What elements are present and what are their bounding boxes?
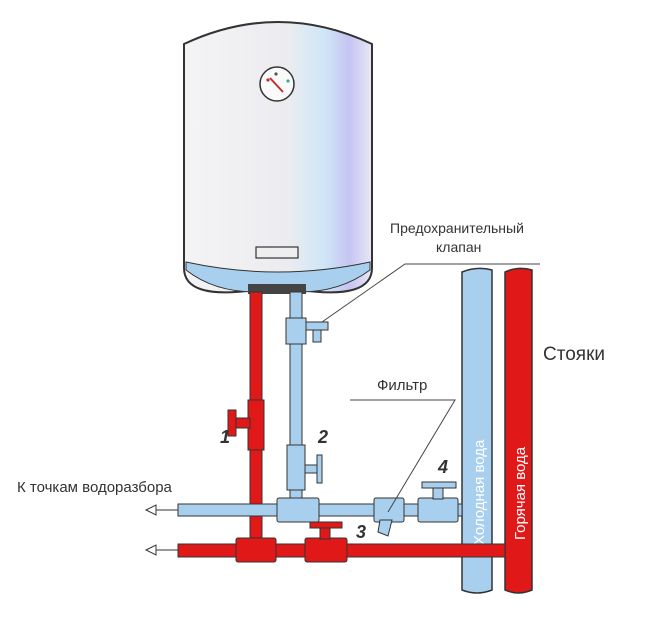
filter-icon	[377, 519, 393, 537]
temperature-gauge-icon	[259, 66, 295, 102]
safety-valve-label: Предохранительный	[390, 220, 524, 236]
hot-water-label: Горячая вода	[512, 446, 529, 540]
cold-water-pipes	[177, 291, 463, 537]
safety-valve-label-2: клапан	[436, 239, 481, 255]
filter-label: Фильтр	[377, 377, 427, 394]
valve-number-2: 2	[317, 427, 328, 447]
cold-water-riser: Холодная вода	[461, 267, 493, 594]
risers-label: Стояки	[543, 344, 605, 365]
water-heater-tank	[183, 21, 373, 294]
filter-leader	[350, 399, 456, 513]
tank-nameplate	[255, 246, 299, 259]
outlets-label: К точкам водоразбора	[17, 479, 173, 496]
valve-number-3: 3	[356, 522, 366, 542]
safety-valve-leader	[321, 263, 540, 323]
hot-water-pipes	[177, 291, 506, 563]
valve-number-1: 1	[220, 427, 230, 447]
outlet-arrows	[144, 504, 178, 556]
valve-number-4: 4	[437, 457, 448, 477]
hot-water-riser: Горячая вода	[504, 267, 533, 594]
cold-water-label: Холодная вода	[471, 439, 488, 545]
